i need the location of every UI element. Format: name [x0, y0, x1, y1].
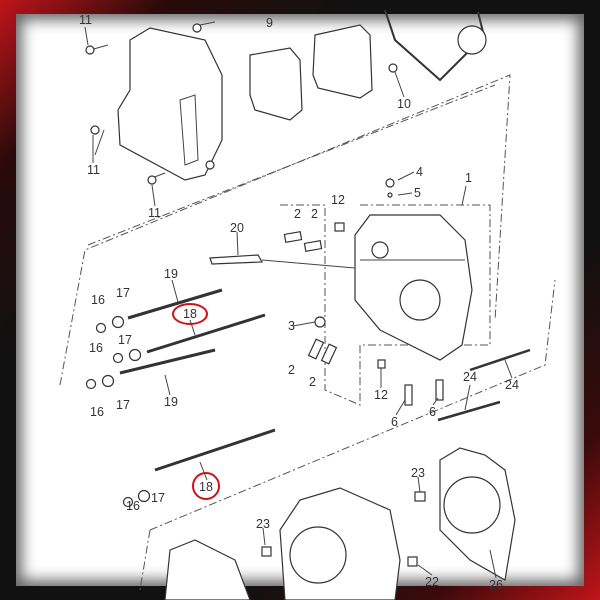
callout-20: 20 — [230, 221, 244, 235]
highlight-18-top — [172, 303, 208, 325]
callout-2: 2 — [311, 207, 318, 221]
seal-ring — [457, 25, 487, 55]
cover-group-line — [87, 84, 496, 246]
callout-24: 24 — [505, 378, 519, 392]
callout-23: 23 — [411, 466, 425, 480]
leader-lines — [84, 26, 513, 579]
callout-1: 1 — [465, 171, 472, 185]
callout-10: 10 — [397, 97, 411, 111]
callout-17: 17 — [116, 286, 130, 300]
callout-16: 16 — [91, 293, 105, 307]
cylinder-block — [279, 487, 401, 600]
callout-19: 19 — [164, 267, 178, 281]
head-group-outline — [59, 74, 511, 386]
callout-9: 9 — [266, 16, 273, 30]
callout-16: 16 — [90, 405, 104, 419]
callout-5: 5 — [414, 186, 421, 200]
callout-18-highlighted: 18 — [199, 480, 213, 494]
callout-18-highlighted: 18 — [183, 307, 197, 321]
small-parts — [283, 178, 444, 406]
cylinder-group-outline — [139, 279, 556, 591]
spark-plug — [209, 254, 356, 269]
callout-17: 17 — [151, 491, 165, 505]
gasket-9-part — [249, 47, 303, 121]
cover-bolts — [85, 21, 398, 185]
callout-23: 23 — [256, 517, 270, 531]
callout-22: 22 — [425, 575, 439, 589]
dowels — [261, 491, 426, 567]
nuts-and-washers — [85, 315, 151, 508]
callout-6: 6 — [391, 415, 398, 429]
callout-16: 16 — [126, 499, 140, 513]
callout-6: 6 — [429, 405, 436, 419]
callout-2: 2 — [288, 363, 295, 377]
callout-2: 2 — [294, 207, 301, 221]
callout-2: 2 — [309, 375, 316, 389]
part-labels: 11 9 10 11 11 4 5 1 12 2 2 20 19 16 17 1… — [79, 13, 519, 592]
studs — [119, 288, 531, 472]
callout-11: 11 — [148, 206, 161, 220]
callout-24: 24 — [463, 370, 477, 384]
callout-26: 26 — [489, 578, 503, 592]
valve-cover — [117, 27, 223, 181]
highlight-18-bottom — [192, 472, 220, 500]
callout-17: 17 — [116, 398, 130, 412]
base-gasket — [164, 539, 251, 600]
callout-3: 3 — [288, 319, 295, 333]
gasket-bore — [443, 476, 501, 534]
callout-4: 4 — [416, 165, 423, 179]
callout-17: 17 — [118, 333, 132, 347]
head-assembly-outline — [280, 204, 491, 406]
callout-11: 11 — [79, 13, 92, 27]
callout-11: 11 — [87, 163, 100, 177]
callout-12: 12 — [374, 388, 388, 402]
callout-12: 12 — [331, 193, 345, 207]
cylinder-head — [354, 214, 473, 361]
callout-16: 16 — [89, 341, 103, 355]
callout-19: 19 — [164, 395, 178, 409]
gasket-part — [312, 24, 373, 99]
